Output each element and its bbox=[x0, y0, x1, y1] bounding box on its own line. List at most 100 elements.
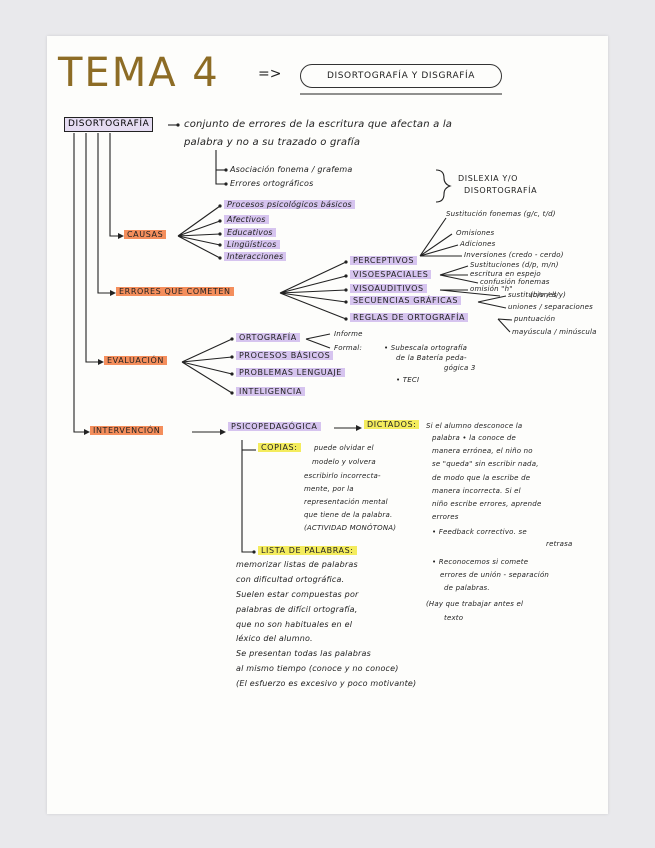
type-item-2: Errores ortográficos bbox=[230, 179, 314, 188]
secuencias-sub: sustituciones bbox=[508, 291, 557, 299]
error-type: PERCEPTIVOS bbox=[350, 256, 418, 266]
formal-note: de la Batería peda- bbox=[396, 354, 467, 362]
perceptivos-sub: Omisiones bbox=[456, 229, 495, 237]
root-label: DISORTOGRAFÍA bbox=[64, 117, 154, 132]
lista-line: Suelen estar compuestas por bbox=[236, 590, 359, 599]
visoauditivos-sub: omisión "h" bbox=[470, 285, 513, 293]
visoespaciales-sub: Sustituciones (d/p, m/n) bbox=[470, 261, 559, 269]
brace bbox=[435, 169, 452, 203]
visoauditivos-fan bbox=[439, 289, 501, 297]
page-title: TEMA 4 bbox=[58, 50, 220, 96]
union-note: errores de unión - separación bbox=[440, 571, 550, 579]
visoespaciales-sub: escritura en espejo bbox=[470, 270, 541, 278]
dictados-label: DICTADOS: bbox=[364, 420, 420, 430]
dictados-line: se "queda" sin escribir nada, bbox=[432, 460, 539, 468]
perceptivos-fan bbox=[419, 217, 462, 257]
causa-item: Procesos psicológicos básicos bbox=[224, 200, 355, 210]
copias-line: representación mental bbox=[304, 498, 388, 506]
perceptivos-sub: Sustitución fonemas (g/c, t/d) bbox=[446, 210, 556, 218]
reglas-sub: puntuación bbox=[514, 315, 556, 323]
copias-label: COPIAS: bbox=[258, 443, 301, 453]
causa-item: Afectivos bbox=[224, 215, 269, 225]
types-note-1: DISLEXIA Y/O bbox=[458, 174, 519, 183]
lista-line: al mismo tiempo (conoce y no conoce) bbox=[236, 664, 399, 673]
visoauditivos-sub: (b/v / ll/y) bbox=[530, 291, 567, 299]
visoespaciales-sub: confusión fonemas bbox=[480, 278, 550, 286]
dictados-line: manera errónea, el niño no bbox=[432, 447, 533, 455]
type-item-1: Asociación fonema / grafema bbox=[230, 165, 353, 174]
copias-line: (ACTIVIDAD MONÓTONA) bbox=[304, 524, 397, 532]
formal-note: • Subescala ortografía bbox=[384, 344, 468, 352]
evaluacion-fan bbox=[181, 338, 233, 394]
types-note-2: DISORTOGRAFÍA bbox=[464, 186, 538, 195]
psico-branch bbox=[241, 440, 254, 553]
notebook-page bbox=[47, 36, 608, 814]
union-note: • Reconocemos si comete bbox=[432, 558, 529, 566]
error-type: REGLAS DE ORTOGRAFÍA bbox=[350, 313, 469, 323]
trunk-causas bbox=[109, 133, 118, 237]
lista-line: memorizar listas de palabras bbox=[236, 560, 358, 569]
dictados-line: errores bbox=[432, 513, 459, 521]
secuencias-sub: uniones / separaciones bbox=[508, 303, 594, 311]
evaluacion-item: ORTOGRAFÍA bbox=[236, 333, 300, 343]
subtitle-cloud: DISORTOGRAFÍA Y DISGRAFÍA bbox=[300, 64, 502, 88]
copias-line: modelo y volvera bbox=[312, 458, 376, 466]
dictados-line: de modo que la escribe de bbox=[432, 474, 531, 482]
dictados-line: palabra • la conoce de bbox=[432, 434, 516, 442]
trunk-intervencion bbox=[73, 133, 84, 433]
dictados-line: Si el alumno desconoce la bbox=[426, 422, 523, 430]
evaluacion-item: PROBLEMAS LENGUAJE bbox=[236, 368, 345, 378]
copias-line: que tiene de la palabra. bbox=[304, 511, 393, 519]
copias-line: puede olvidar el bbox=[314, 444, 374, 452]
lista-line: léxico del alumno. bbox=[236, 634, 313, 643]
secuencias-fan bbox=[477, 295, 507, 309]
causas-label: CAUSAS bbox=[124, 230, 167, 240]
ortografia-fan bbox=[305, 333, 331, 349]
perceptivos-sub: Inversiones (credo - cerdo) bbox=[464, 251, 564, 259]
copias-line: escribirlo incorrecta- bbox=[304, 472, 381, 480]
formal-note: • TECI bbox=[396, 376, 420, 384]
intervencion-label: INTERVENCIÓN bbox=[90, 426, 164, 436]
error-type: VISOAUDITIVOS bbox=[350, 284, 427, 294]
definition-line-1: conjunto de errores de la escritura que … bbox=[184, 119, 453, 130]
causa-item: Educativos bbox=[224, 228, 276, 238]
trunk-types bbox=[215, 150, 226, 185]
evaluacion-label: EVALUACIÓN bbox=[104, 356, 167, 366]
dictados-line: niño escribe errores, aprende bbox=[432, 500, 542, 508]
trunk-evaluacion bbox=[85, 133, 98, 363]
feedback-note: retrasa bbox=[546, 540, 573, 548]
lista-line: con dificultad ortográfica. bbox=[236, 575, 345, 584]
copias-line: mente, por la bbox=[304, 485, 354, 493]
causa-item: Interacciones bbox=[224, 252, 287, 262]
implies-arrow: => bbox=[258, 66, 282, 82]
perceptivos-sub: Adiciones bbox=[460, 240, 496, 248]
lista-line: que no son habituales en el bbox=[236, 620, 353, 629]
errores-label: ERRORES QUE COMETEN bbox=[116, 287, 234, 297]
ortografia-sub: Informe bbox=[334, 330, 363, 338]
causa-item: Lingüísticos bbox=[224, 240, 280, 250]
reglas-sub: mayúscula / minúscula bbox=[512, 328, 597, 336]
union-note: de palabras. bbox=[444, 584, 490, 592]
evaluacion-item: INTELIGENCIA bbox=[236, 387, 305, 397]
dictados-line: manera incorrecta. Si el bbox=[432, 487, 521, 495]
antes-note: texto bbox=[444, 614, 464, 622]
causas-fan bbox=[177, 205, 221, 259]
reglas-fan bbox=[497, 318, 513, 333]
errores-fan bbox=[279, 261, 347, 320]
antes-note: (Hay que trabajar antes el bbox=[426, 600, 524, 608]
visoespaciales-fan bbox=[439, 265, 479, 284]
trunk-errores bbox=[97, 133, 110, 294]
feedback-note: • Feedback correctivo. se bbox=[432, 528, 527, 536]
definition-line-2: palabra y no a su trazado o grafía bbox=[184, 137, 361, 148]
ortografia-sub: Formal: bbox=[334, 344, 362, 352]
lista-line: palabras de difícil ortografía, bbox=[236, 605, 358, 614]
error-type: SECUENCIAS GRÁFICAS bbox=[350, 296, 462, 306]
lista-line: Se presentan todas las palabras bbox=[236, 649, 371, 658]
error-type: VISOESPACIALES bbox=[350, 270, 432, 280]
lista-line: (El esfuerzo es excesivo y poco motivant… bbox=[236, 679, 417, 688]
evaluacion-item: PROCESOS BÁSICOS bbox=[236, 351, 334, 361]
lista-label: LISTA DE PALABRAS: bbox=[258, 546, 357, 556]
formal-note: gógica 3 bbox=[444, 364, 476, 372]
psicopedagogica-label: PSICOPEDAGÓGICA bbox=[228, 422, 321, 432]
